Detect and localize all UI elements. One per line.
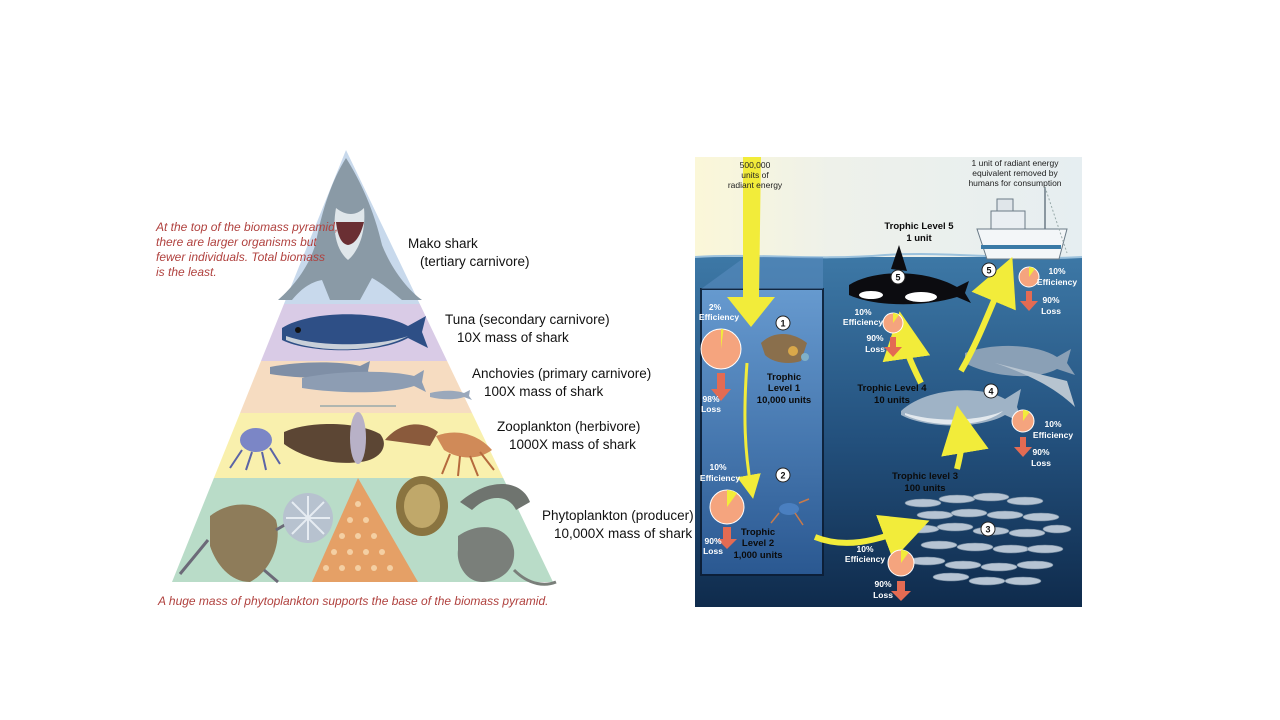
trophic-level-4-title: Trophic Level 4 (857, 383, 927, 394)
eff-1-label: Efficiency (699, 312, 739, 322)
eff-6-label: Efficiency (1037, 277, 1077, 287)
eff-1-value: 2% (709, 302, 722, 312)
trophic-level-1-units: 10,000 units (757, 395, 811, 406)
eff-4-value: 10% (1044, 419, 1061, 429)
label-phytoplankton: Phytoplankton (producer) 10,000X mass of… (542, 507, 694, 543)
label-anchovies: Anchovies (primary carnivore) 100X mass … (472, 365, 651, 401)
loss-4-value: 90% (1032, 447, 1049, 457)
loss-4-label: Loss (1031, 458, 1051, 468)
trophic-level-3-units: 100 units (904, 483, 945, 494)
loss-5-label: Loss (865, 344, 885, 354)
loss-1-label: Loss (701, 404, 721, 414)
eff-5-label: Efficiency (843, 317, 883, 327)
level-number-4: 4 (984, 384, 998, 398)
trophic-level-4-units: 10 units (874, 395, 910, 406)
fishing-label-2: equivalent removed by (972, 168, 1058, 178)
energy-flow-diagram: 1 2 3 4 5 5 500,000 units of radiant ene… (695, 157, 1082, 607)
sunlight-label-2: units of (741, 170, 769, 180)
trophic-level-2-title: Trophic (741, 527, 775, 538)
level-number-5-humans: 5 (982, 263, 996, 277)
pyramid-bottom-note: A huge mass of phytoplankton supports th… (158, 594, 548, 609)
svg-text:2: 2 (780, 471, 785, 481)
label-tuna: Tuna (secondary carnivore) 10X mass of s… (445, 311, 610, 347)
eff-5-value: 10% (854, 307, 871, 317)
loss-2-label: Loss (703, 546, 723, 556)
eff-2-value: 10% (709, 462, 726, 472)
eff-6-value: 10% (1048, 266, 1065, 276)
pyramid-top-note: At the top of the biomass pyramid, there… (156, 220, 338, 280)
level-number-5: 5 (891, 270, 905, 284)
loss-3-value: 90% (874, 579, 891, 589)
svg-text:3: 3 (985, 525, 990, 535)
svg-text:4: 4 (988, 387, 993, 397)
trophic-level-1-title2: Level 1 (768, 383, 801, 394)
fishing-label-1: 1 unit of radiant energy (972, 158, 1060, 168)
trophic-level-5-title: Trophic Level 5 (884, 221, 954, 232)
trophic-level-5-units: 1 unit (906, 233, 932, 244)
level-number-2: 2 (776, 468, 790, 482)
trophic-level-1-title: Trophic (767, 372, 801, 383)
loss-2-value: 90% (704, 536, 721, 546)
svg-text:1: 1 (780, 319, 785, 329)
eff-3-value: 10% (856, 544, 873, 554)
svg-text:5: 5 (986, 266, 991, 276)
level-number-3: 3 (981, 522, 995, 536)
svg-text:5: 5 (895, 273, 900, 283)
loss-5-value: 90% (866, 333, 883, 343)
loss-6-label: Loss (1041, 306, 1061, 316)
trophic-level-2-units: 1,000 units (733, 550, 782, 561)
sunlight-label-3: radiant energy (728, 180, 783, 190)
loss-6-value: 90% (1042, 295, 1059, 305)
eff-3-label: Efficiency (845, 554, 885, 564)
sunlight-label-1: 500,000 (740, 160, 771, 170)
eff-2-label: Efficiency (700, 473, 740, 483)
trophic-level-2-title2: Level 2 (742, 538, 774, 549)
loss-1-value: 98% (702, 394, 719, 404)
label-zooplankton: Zooplankton (herbivore) 1000X mass of sh… (497, 418, 640, 454)
eff-4-label: Efficiency (1033, 430, 1073, 440)
label-mako-shark: Mako shark (tertiary carnivore) (408, 235, 530, 271)
trophic-level-3-title: Trophic level 3 (892, 471, 958, 482)
fishing-label-3: humans for consumption (968, 178, 1061, 188)
loss-3-label: Loss (873, 590, 893, 600)
level-number-1: 1 (776, 316, 790, 330)
